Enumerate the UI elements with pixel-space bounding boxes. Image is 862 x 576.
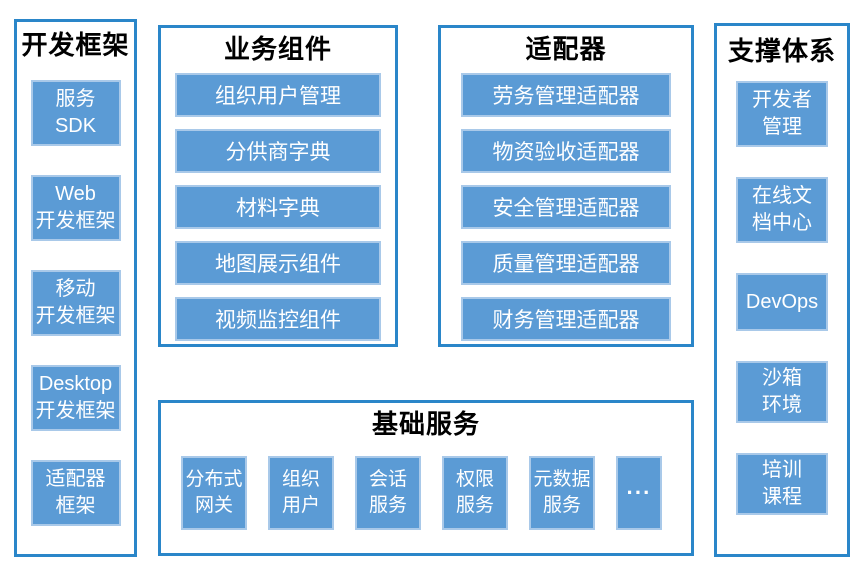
- box-quality-mgmt-adapter: 质量管理适配器: [461, 241, 671, 285]
- panel-support-system: 支撑体系 开发者 管理 在线文 档中心 DevOps 沙箱 环境 培训 课程: [714, 23, 850, 557]
- box-service-sdk: 服务 SDK: [30, 80, 121, 146]
- box-map-display-component: 地图展示组件: [175, 241, 381, 285]
- panel-adapters: 适配器 劳务管理适配器 物资验收适配器 安全管理适配器 质量管理适配器 财务管理…: [438, 25, 694, 347]
- box-online-doc-center: 在线文 档中心: [736, 177, 828, 243]
- box-developer-mgmt: 开发者 管理: [736, 81, 828, 147]
- box-finance-mgmt-adapter: 财务管理适配器: [461, 297, 671, 341]
- panel-title-adapters: 适配器: [525, 34, 607, 64]
- panel-title-base-services: 基础服务: [371, 409, 480, 439]
- box-org-user-service: 组织 用户: [268, 456, 334, 530]
- base-services-row: 分布式 网关 组织 用户 会话 服务 权限 服务 元数据 服务 ···: [161, 456, 691, 530]
- box-material-dict: 材料字典: [175, 185, 381, 229]
- box-labor-mgmt-adapter: 劳务管理适配器: [461, 73, 671, 117]
- box-safety-mgmt-adapter: 安全管理适配器: [461, 185, 671, 229]
- box-training-course: 培训 课程: [736, 453, 828, 515]
- box-video-monitor-component: 视频监控组件: [175, 297, 381, 341]
- panel-title-business-components: 业务组件: [223, 34, 332, 64]
- panel-title-dev-framework: 开发框架: [21, 30, 130, 60]
- box-material-acceptance-adapter: 物资验收适配器: [461, 129, 671, 173]
- panel-dev-framework: 开发框架 服务 SDK Web 开发框架 移动 开发框架 Desktop 开发框…: [14, 19, 137, 557]
- panel-base-services: 基础服务 分布式 网关 组织 用户 会话 服务 权限 服务 元数据 服务 ···: [158, 400, 694, 556]
- box-metadata-service: 元数据 服务: [529, 456, 595, 530]
- box-distributed-gateway: 分布式 网关: [181, 456, 247, 530]
- box-session-service: 会话 服务: [355, 456, 421, 530]
- box-adapter-framework: 适配器 框架: [30, 460, 121, 526]
- box-sandbox-env: 沙箱 环境: [736, 361, 828, 423]
- box-more-services-ellipsis: ···: [616, 456, 662, 530]
- box-supplier-dict: 分供商字典: [175, 129, 381, 173]
- box-desktop-framework: Desktop 开发框架: [30, 365, 121, 431]
- box-org-user-mgmt: 组织用户管理: [175, 73, 381, 117]
- panel-title-support-system: 支撑体系: [727, 36, 836, 66]
- box-devops: DevOps: [736, 273, 828, 331]
- panel-business-components: 业务组件 组织用户管理 分供商字典 材料字典 地图展示组件 视频监控组件: [158, 25, 398, 347]
- box-web-framework: Web 开发框架: [30, 175, 121, 241]
- box-mobile-framework: 移动 开发框架: [30, 270, 121, 336]
- box-permission-service: 权限 服务: [442, 456, 508, 530]
